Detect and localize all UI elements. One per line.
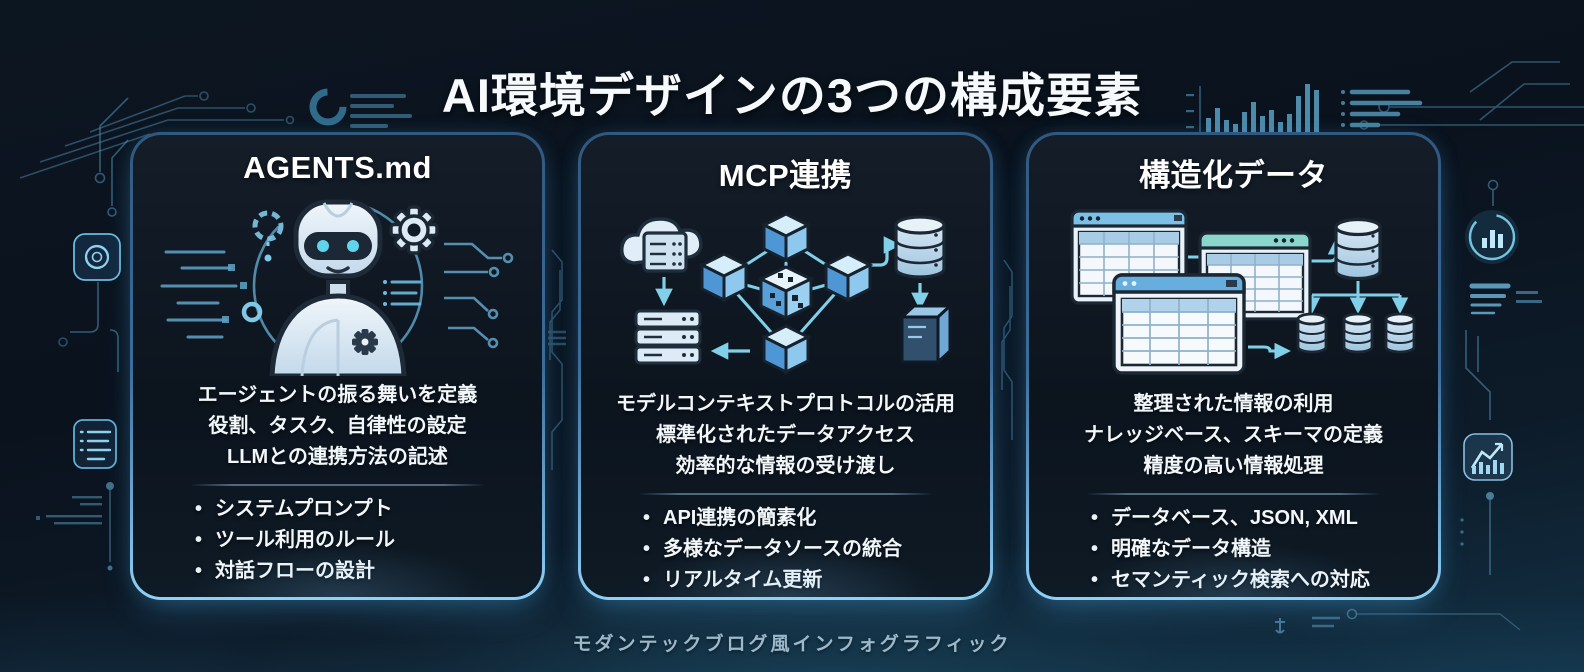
donut-bars-icon <box>1465 210 1519 264</box>
robot-agent-icon <box>160 199 513 376</box>
bullet-item: データベース、JSON, XML <box>1091 503 1370 534</box>
card-agents-md: AGENTS.md <box>130 132 545 600</box>
description-line: 効率的な情報の受け渡し <box>675 455 896 477</box>
tiny-dots-right <box>1516 291 1542 303</box>
card-title-mcp: MCP連携 <box>718 158 853 193</box>
page-title: AI環境デザインの3つの構成要素 <box>441 69 1143 123</box>
database-cylinder-icon <box>893 215 946 279</box>
description-line: ナレッジベース、スキーマの定義 <box>1084 424 1383 446</box>
node-line-right-bottom <box>1460 492 1494 575</box>
card-divider <box>190 484 485 486</box>
bullet-item: 多様なデータソースの統合 <box>643 534 902 565</box>
tiny-data-text-left <box>36 496 102 525</box>
card-bullet-list: API連携の簡素化 多様なデータソースの統合 リアルタイム更新 <box>643 503 902 596</box>
description-line: 役割、タスク、自律性の設定 <box>208 415 467 437</box>
trend-chart-icon <box>1463 433 1513 481</box>
tables-database-icon <box>1069 209 1415 375</box>
card-divider <box>1086 493 1381 495</box>
bullet-item: 明確なデータ構造 <box>1091 534 1370 565</box>
database-cylinder-icon <box>1333 217 1382 281</box>
description-line: 標準化されたデータアクセス <box>656 424 915 446</box>
node-line-left-bottom <box>106 482 114 571</box>
bullet-item: セマンティック検索への対応 <box>1091 565 1370 596</box>
card-mcp: MCP連携 <box>578 132 993 600</box>
circuit-lines-right <box>1465 179 1499 420</box>
table-window-icon <box>1111 273 1246 375</box>
card-description: モデルコンテキストプロトコルの活用 標準化されたデータアクセス 効率的な情報の受… <box>616 389 955 482</box>
cube-nodes <box>698 212 873 375</box>
small-database-icons <box>1296 312 1415 354</box>
description-line: エージェントの振る舞いを定義 <box>197 384 478 406</box>
text-lines-right <box>1469 283 1511 315</box>
gear-icon <box>388 205 439 255</box>
bullet-item: システムプロンプト <box>195 494 395 525</box>
card-title-agents-md: AGENTS.md <box>243 150 432 185</box>
card-divider <box>638 493 933 495</box>
description-line: 整理された情報の利用 <box>1133 393 1334 415</box>
card-bullet-list: システムプロンプト ツール利用のルール 対話フローの設計 <box>195 494 395 587</box>
bullet-item: 対話フローの設計 <box>195 556 395 587</box>
card-title-structured-data: 構造化データ <box>1139 158 1328 193</box>
ai-logo-icon <box>73 233 121 281</box>
footer-caption: モダンテックブログ風インフォグラフィック <box>572 634 1012 655</box>
server-box-icon <box>897 302 954 366</box>
description-line: モデルコンテキストプロトコルの活用 <box>616 393 955 415</box>
card-description: エージェントの振る舞いを定義 役割、タスク、自律性の設定 LLMとの連携方法の記… <box>198 380 478 473</box>
card-bullet-list: データベース、JSON, XML 明確なデータ構造 セマンティック検索への対応 <box>1091 503 1370 596</box>
cards-row: AGENTS.md <box>130 132 1441 600</box>
network-cubes-icon <box>619 212 954 375</box>
bullet-item: ツール利用のルール <box>195 525 395 556</box>
cloud-server-icon <box>619 217 703 273</box>
description-line: LLMとの連携方法の記述 <box>227 446 448 468</box>
robot-figure <box>268 199 407 376</box>
bullet-item: API連携の簡素化 <box>643 503 902 534</box>
card-description: 整理された情報の利用 ナレッジベース、スキーマの定義 精度の高い情報処理 <box>1084 389 1383 482</box>
card-structured-data: 構造化データ <box>1026 132 1441 600</box>
document-list-icon <box>73 419 117 469</box>
server-rack-icon <box>634 309 701 365</box>
circuit-lines-left <box>58 97 129 372</box>
description-line: 精度の高い情報処理 <box>1143 455 1324 477</box>
bullet-item: リアルタイム更新 <box>643 565 902 596</box>
